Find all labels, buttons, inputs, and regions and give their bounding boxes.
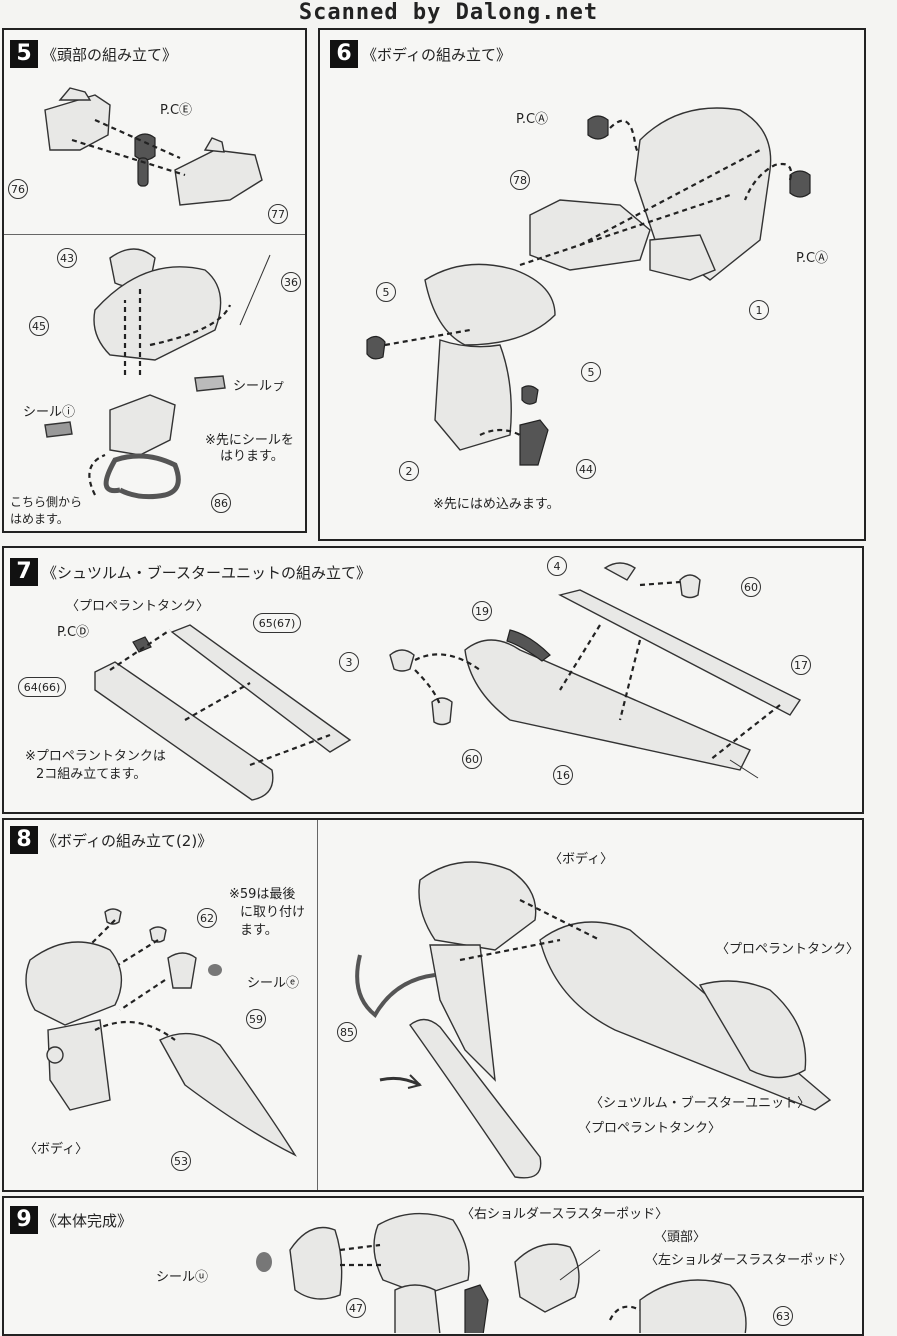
part-4: 4: [547, 556, 567, 576]
step-title: 《シュツルム・ブースターユニットの組み立て》: [42, 563, 371, 582]
seal-note-2: はります。: [220, 449, 284, 464]
propellant-tank-subtitle: 〈プロペラントタンク〉: [66, 599, 210, 614]
pc-d-label: P.CⒹ: [57, 625, 90, 640]
propellant-tank-label-2: 〈プロペラントタンク〉: [578, 1121, 722, 1136]
part-77: 77: [268, 204, 288, 224]
attach-last-note-2: に取り付け: [240, 905, 306, 920]
pc-e-label: P.CⒺ: [160, 103, 193, 118]
step-number: 8: [10, 826, 38, 854]
body-2-assembly-illustration: [25, 861, 832, 1179]
tank-note-2: 2コ組み立てます。: [36, 767, 147, 782]
step-number: 9: [10, 1206, 38, 1234]
head-assembly-illustration: [44, 87, 271, 500]
right-shoulder-pod-label: 〈右ショルダースラスターポッド〉: [461, 1207, 669, 1222]
side-note-1: こちら側から: [10, 495, 83, 509]
insert-note: ※先にはめ込みます。: [433, 497, 560, 512]
part-17: 17: [791, 655, 811, 675]
part-1: 1: [749, 300, 769, 320]
step-title: 《ボディの組み立て(2)》: [42, 831, 213, 850]
booster-assembly-illustration: [94, 562, 802, 801]
step-8-header: 8 《ボディの組み立て(2)》: [10, 826, 212, 854]
step-number: 5: [10, 40, 38, 68]
step-title: 《ボディの組み立て》: [362, 45, 511, 64]
propellant-tank-label-1: 〈プロペラントタンク〉: [716, 942, 860, 957]
part-2: 2: [399, 461, 419, 481]
side-note-2: はめます。: [10, 512, 69, 526]
tank-note-1: ※プロペラントタンクは: [25, 749, 166, 764]
step-number: 6: [330, 40, 358, 68]
part-45: 45: [29, 316, 49, 336]
part-5-right: 5: [581, 362, 601, 382]
part-5-left: 5: [376, 282, 396, 302]
part-85: 85: [337, 1022, 357, 1042]
seal-u-label: シールⓤ: [156, 1270, 209, 1285]
part-65-67: 65(67): [253, 613, 301, 633]
part-43: 43: [57, 248, 77, 268]
pc-a-label-1: P.CⒶ: [516, 112, 549, 127]
part-78: 78: [510, 170, 530, 190]
part-59: 59: [246, 1009, 266, 1029]
part-36: 36: [281, 272, 301, 292]
step-5-divider: [4, 234, 305, 235]
step-9-header: 9 《本体完成》: [10, 1206, 132, 1234]
step-6-panel: [318, 28, 866, 541]
part-53: 53: [171, 1151, 191, 1171]
step-8-divider: [317, 820, 318, 1190]
seal-i-label: シールⓘ: [23, 405, 76, 420]
part-64-66: 64(66): [18, 677, 66, 697]
step-title: 《本体完成》: [42, 1211, 133, 1230]
part-63: 63: [773, 1306, 793, 1326]
part-62: 62: [197, 908, 217, 928]
step-title: 《頭部の組み立て》: [42, 45, 178, 64]
step-number: 7: [10, 558, 38, 586]
body-label-2: 〈ボディ〉: [549, 852, 614, 867]
part-47: 47: [346, 1298, 366, 1318]
part-16: 16: [553, 765, 573, 785]
pc-a-label-2: P.CⒶ: [796, 251, 829, 266]
scan-banner: Scanned by Dalong.net: [298, 0, 599, 25]
body-assembly-illustration: [366, 107, 811, 466]
booster-unit-label: 〈シュツルム・ブースターユニット〉: [590, 1096, 811, 1111]
body-label-1: 〈ボディ〉: [24, 1142, 89, 1157]
part-44: 44: [576, 459, 596, 479]
part-19: 19: [472, 601, 492, 621]
attach-last-note-3: ます。: [240, 923, 278, 938]
part-76: 76: [8, 179, 28, 199]
part-86: 86: [211, 493, 231, 513]
part-60-top: 60: [741, 577, 761, 597]
step-7-header: 7 《シュツルム・ブースターユニットの組み立て》: [10, 558, 371, 586]
head-label: 〈頭部〉: [654, 1230, 707, 1245]
part-60-bottom: 60: [462, 749, 482, 769]
seal-a-label: シールㇷ゚: [233, 379, 286, 394]
step-5-header: 5 《頭部の組み立て》: [10, 40, 177, 68]
seal-e-label: シールⓔ: [247, 976, 300, 991]
completion-illustration: [256, 1212, 747, 1333]
step-7-panel: [2, 546, 864, 814]
part-3: 3: [339, 652, 359, 672]
seal-note-1: ※先にシールを: [205, 433, 294, 448]
attach-last-note-1: ※59は最後: [229, 887, 296, 902]
left-shoulder-pod-label: 〈左ショルダースラスターポッド〉: [645, 1253, 853, 1268]
step-6-header: 6 《ボディの組み立て》: [330, 40, 511, 68]
